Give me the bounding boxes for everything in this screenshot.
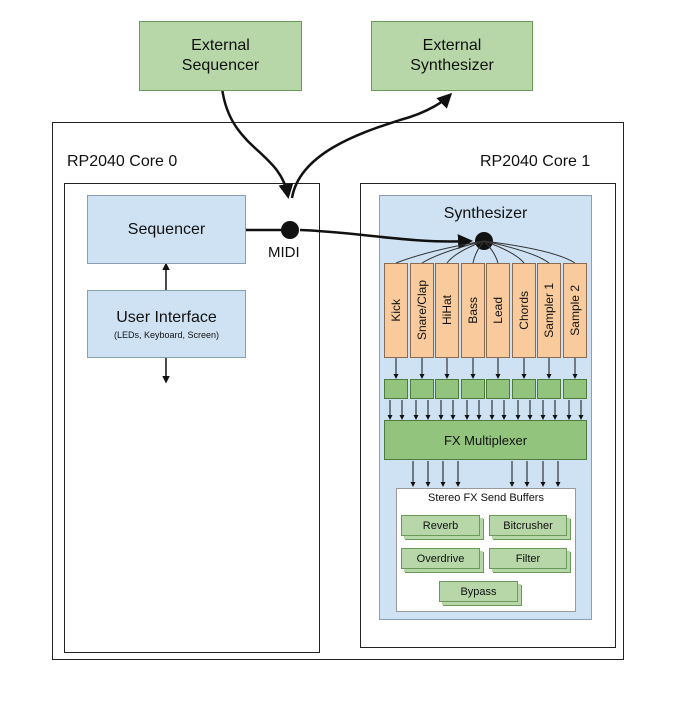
channel-fx-box bbox=[410, 379, 434, 399]
channel-fx-box bbox=[563, 379, 587, 399]
channel-to-fx-arrows bbox=[393, 358, 578, 379]
channel-snare-clap: Snare/Clap bbox=[410, 263, 434, 358]
send-buffers-title: Stereo FX Send Buffers bbox=[428, 492, 544, 504]
mux-to-buffers-arrows bbox=[410, 461, 561, 487]
synth-fanout bbox=[395, 240, 576, 264]
channel-fx-box bbox=[512, 379, 536, 399]
fx-buffer-overdrive: Overdrive bbox=[401, 548, 480, 569]
sequencer-block: Sequencer bbox=[87, 195, 246, 264]
channel-kick: Kick bbox=[384, 263, 408, 358]
fx-buffer-bitcrusher: Bitcrusher bbox=[489, 515, 567, 536]
midi-to-synth-arrow bbox=[299, 228, 473, 250]
core1-label: RP2040 Core 1 bbox=[480, 153, 591, 170]
channel-lead: Lead bbox=[486, 263, 510, 358]
midi-node bbox=[281, 221, 299, 239]
fx-buffer-bypass: Bypass bbox=[439, 581, 518, 602]
channel-fx-box bbox=[461, 379, 485, 399]
external-synthesizer-box: External Synthesizer bbox=[371, 21, 533, 91]
channel-fx-box bbox=[486, 379, 510, 399]
fx-buffer-filter: Filter bbox=[489, 548, 567, 569]
channel-bass: Bass bbox=[461, 263, 485, 358]
channel-sampler-1: Sampler 1 bbox=[537, 263, 561, 358]
channel-chords: Chords bbox=[512, 263, 536, 358]
fx-buffer-reverb: Reverb bbox=[401, 515, 480, 536]
channel-fx-box bbox=[537, 379, 561, 399]
midi-label: MIDI bbox=[268, 244, 300, 261]
channel-hihat: HiHat bbox=[435, 263, 459, 358]
user-interface-title: User Interface bbox=[116, 308, 217, 326]
midi-to-ext-synth-arrow bbox=[290, 92, 453, 199]
fx-multiplexer: FX Multiplexer bbox=[384, 420, 587, 460]
channel-sample-2: Sample 2 bbox=[563, 263, 587, 358]
ext-seq-to-midi-arrow bbox=[220, 87, 294, 199]
synthesizer-title: Synthesizer bbox=[443, 205, 528, 222]
user-interface-block: User Interface (LEDs, Keyboard, Screen) bbox=[87, 290, 246, 358]
channel-fx-box bbox=[435, 379, 459, 399]
core0-label: RP2040 Core 0 bbox=[67, 153, 178, 170]
external-sequencer-box: External Sequencer bbox=[139, 21, 302, 91]
channel-fx-box bbox=[384, 379, 408, 399]
user-interface-subtitle: (LEDs, Keyboard, Screen) bbox=[113, 329, 220, 340]
fx-to-mux-arrows bbox=[387, 400, 584, 420]
